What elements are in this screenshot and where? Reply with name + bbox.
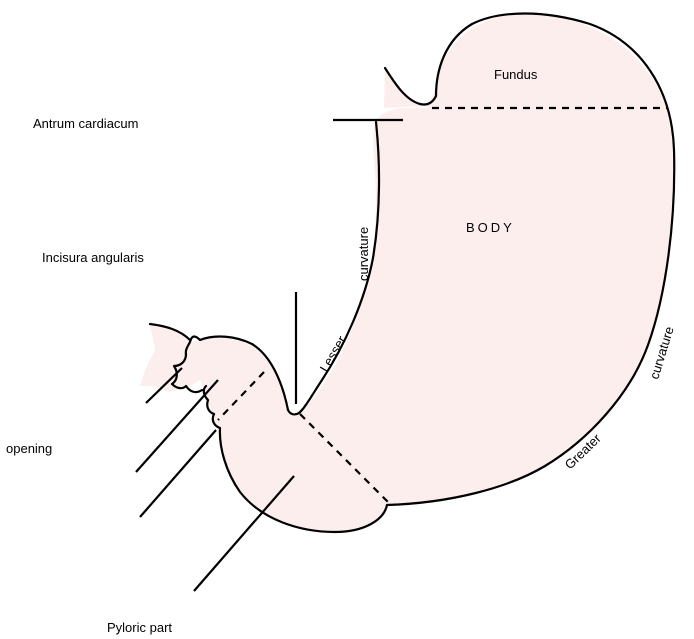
duodenum-lobes: [170, 352, 216, 416]
pyloric-bottom: [211, 412, 389, 534]
label-pyloric-part: Pyloric part: [107, 620, 172, 635]
label-fundus: Fundus: [494, 67, 538, 82]
division-lines: [217, 106, 668, 503]
label-body: BODY: [466, 220, 515, 235]
fundus-greater-curvature: [385, 12, 676, 507]
lesser-curvature: [286, 120, 381, 416]
stomach-main-fill: [140, 13, 674, 533]
esophagus-left-wall: [383, 66, 438, 106]
stomach-outline: [148, 12, 676, 534]
label-incisura-angularis: Incisura angularis: [42, 250, 144, 265]
pyloric-outline: [184, 335, 290, 412]
pyloric-canal-division: [217, 371, 265, 421]
pylorus-pointer-2: [135, 379, 219, 473]
label-opening: opening: [6, 441, 52, 456]
pyloric-part-pointer: [193, 475, 295, 592]
stomach-fill: [140, 13, 674, 533]
duodenum-top: [148, 322, 192, 342]
pylorus-pointer-1: [145, 367, 183, 404]
label-lesser-curvature: curvature: [356, 227, 371, 281]
pointer-lines: [135, 118, 403, 592]
label-antrum-cardiacum: Antrum cardiacum: [33, 116, 138, 131]
opening-pointer: [139, 429, 217, 518]
esophagus-fill: [384, 68, 430, 108]
